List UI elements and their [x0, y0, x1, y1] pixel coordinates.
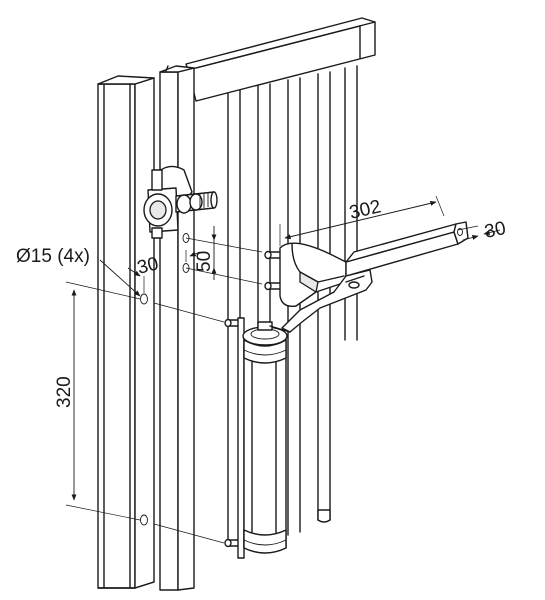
door-closer-cylinder — [224, 317, 291, 559]
gate-stile — [159, 65, 195, 591]
label-30-arm: 30 — [483, 218, 508, 243]
dimension-30-arm — [457, 225, 501, 241]
label-hole-spec: Ø15 (4x) — [16, 246, 90, 267]
label-50: 50 — [194, 251, 215, 272]
hinge-assembly — [143, 165, 218, 239]
dimension-leader-holes — [99, 259, 141, 297]
label-30-holes: 30 — [135, 253, 161, 278]
dimension-30-holes — [127, 250, 201, 293]
gate-top-rail — [185, 17, 376, 102]
dimension-320 — [65, 281, 141, 521]
fence-post — [97, 75, 155, 589]
dimension-302 — [279, 195, 445, 246]
dimension-50 — [185, 226, 263, 285]
arm-bracket — [264, 242, 347, 307]
label-320: 320 — [54, 376, 75, 408]
extension-lines-closer — [153, 302, 225, 544]
label-302: 302 — [347, 196, 383, 224]
mounting-holes — [140, 233, 190, 526]
